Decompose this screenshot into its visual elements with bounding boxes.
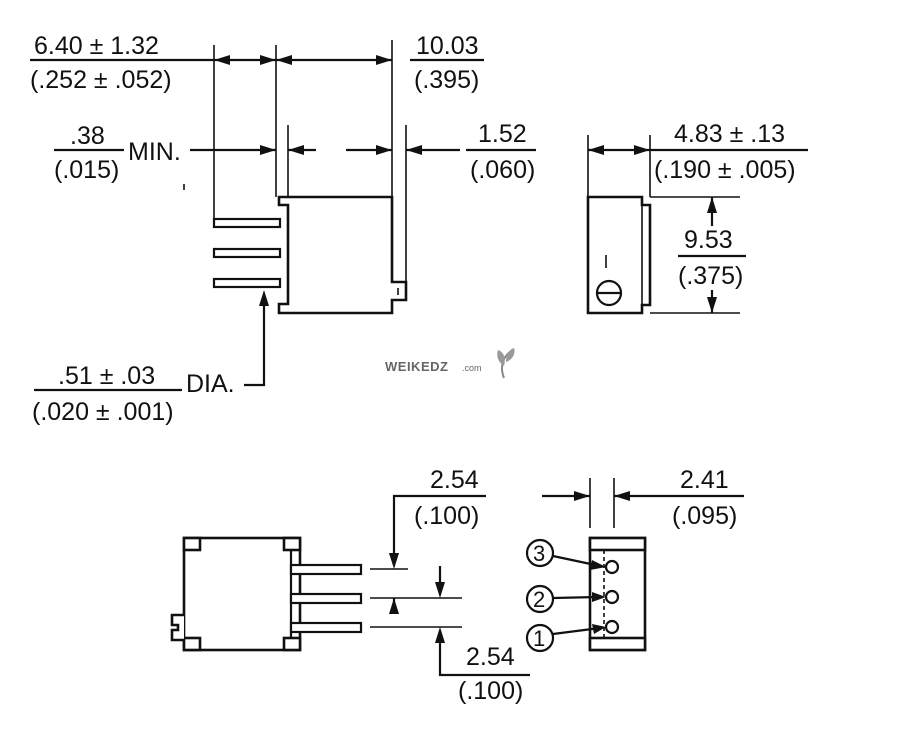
side-view-component bbox=[212, 195, 408, 315]
top-ledge bbox=[588, 536, 647, 552]
bottom-ledge bbox=[588, 636, 647, 652]
pin-lead bbox=[212, 277, 282, 289]
dim-metric: 2.54 bbox=[466, 643, 515, 671]
watermark-brand: WEIKEDZ bbox=[385, 359, 448, 374]
side-notch bbox=[170, 613, 184, 642]
extension-lines-top bbox=[213, 40, 407, 282]
dim-imperial: (.020 ± .001) bbox=[32, 398, 174, 426]
pin-labels: 3 2 1 bbox=[525, 538, 606, 653]
pin-lead bbox=[289, 563, 363, 576]
dimension-2-54-upper: 2.54 (.100) bbox=[389, 466, 486, 614]
dim-metric: .38 bbox=[70, 122, 105, 150]
corner-tab bbox=[182, 536, 202, 552]
component-body bbox=[586, 195, 652, 315]
adjust-screw-icon bbox=[595, 279, 623, 307]
end-view-component bbox=[586, 195, 652, 315]
dimension-4-83: 4.83 ± .13 (.190 ± .005) bbox=[588, 120, 808, 184]
dimension-10-03: 10.03 (.395) bbox=[410, 32, 484, 94]
extension-lines-pin-view bbox=[589, 478, 615, 528]
pin-number-circle bbox=[525, 584, 555, 614]
corner-tab bbox=[182, 636, 202, 652]
dim-metric: 10.03 bbox=[416, 32, 479, 60]
pin-number: 1 bbox=[533, 626, 545, 651]
component-body bbox=[277, 195, 408, 315]
dim-metric: .51 ± .03 bbox=[58, 362, 155, 390]
dim-imperial: (.190 ± .005) bbox=[654, 156, 796, 184]
dim-metric: 9.53 bbox=[684, 226, 733, 254]
dim-suffix: DIA. bbox=[186, 370, 235, 398]
component-body bbox=[182, 536, 302, 652]
dim-metric: 4.83 ± .13 bbox=[674, 120, 785, 148]
bottom-view-component bbox=[170, 536, 363, 652]
pin-lead bbox=[289, 592, 363, 605]
pin-number: 3 bbox=[533, 541, 545, 566]
dim-metric: 1.52 bbox=[478, 120, 527, 148]
dim-imperial: (.100) bbox=[414, 502, 479, 530]
extension-lines-bottom bbox=[370, 568, 462, 628]
dimension-0-51: .51 ± .03 (.020 ± .001) DIA. bbox=[32, 290, 269, 426]
dim-imperial: (.060) bbox=[470, 156, 535, 184]
pin-lead bbox=[212, 217, 282, 229]
pin-number-circle bbox=[525, 623, 555, 653]
watermark: WEIKEDZ .com bbox=[385, 348, 515, 379]
dim-metric: 6.40 ± 1.32 bbox=[34, 32, 159, 60]
pin-lead bbox=[212, 247, 282, 259]
dim-metric: 2.54 bbox=[430, 466, 479, 494]
dimension-1-52: 1.52 (.060) bbox=[466, 120, 536, 184]
dim-suffix: MIN. bbox=[128, 138, 181, 166]
leaf-logo-icon bbox=[497, 348, 515, 379]
dim-imperial: (.252 ± .052) bbox=[30, 66, 172, 94]
dimension-6-40: 6.40 ± 1.32 (.252 ± .052) bbox=[30, 32, 392, 94]
dim-metric: 2.41 bbox=[680, 466, 729, 494]
dim-imperial: (.015) bbox=[54, 156, 119, 184]
corner-tab bbox=[282, 536, 302, 552]
extension-lines-end-view bbox=[587, 135, 740, 314]
pin-lead bbox=[289, 621, 363, 634]
dim-imperial: (.095) bbox=[672, 502, 737, 530]
dimension-9-53: 9.53 (.375) bbox=[678, 197, 746, 313]
dimension-0-38: .38 (.015) MIN. bbox=[54, 122, 460, 190]
dimension-2-41: 2.41 (.095) bbox=[542, 466, 744, 530]
dim-imperial: (.100) bbox=[458, 677, 523, 705]
pin-number-circle bbox=[525, 538, 555, 568]
watermark-suffix: .com bbox=[462, 363, 482, 373]
dimension-2-54-lower: 2.54 (.100) bbox=[435, 627, 530, 705]
dim-imperial: (.395) bbox=[414, 66, 479, 94]
pin-view-component bbox=[588, 536, 647, 652]
dim-imperial: (.375) bbox=[678, 262, 743, 290]
pin-number: 2 bbox=[533, 587, 545, 612]
corner-tab bbox=[282, 636, 302, 652]
